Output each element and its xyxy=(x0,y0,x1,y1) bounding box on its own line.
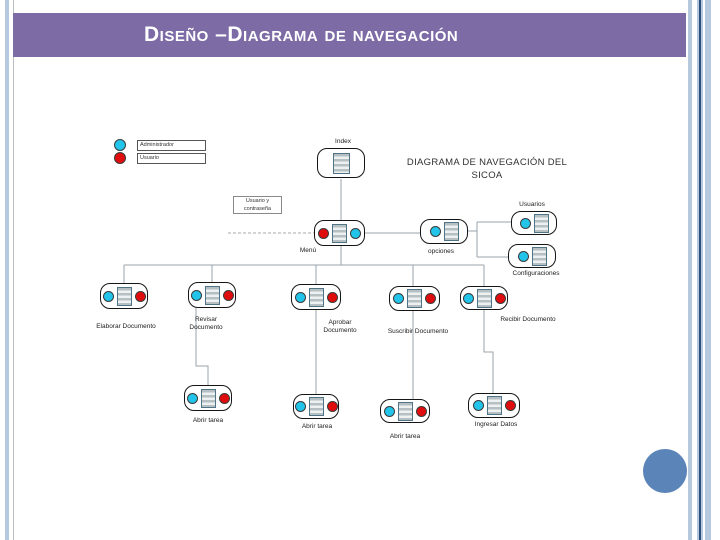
document-icon xyxy=(443,222,459,241)
legend-admin-dot xyxy=(114,139,126,151)
document-icon xyxy=(332,223,347,243)
document-icon xyxy=(332,152,350,174)
slide-title: Diseño –Diagrama de navegación xyxy=(144,23,459,46)
admin-dot xyxy=(383,405,395,417)
node-label-aprobar: Aprobar Documento xyxy=(323,319,357,335)
user-dot xyxy=(222,289,234,301)
user-dot xyxy=(134,290,146,302)
node-abrir-tarea-2 xyxy=(293,394,339,419)
legend-user-label: Usuario xyxy=(137,153,206,164)
node-recibir-documento xyxy=(460,286,508,310)
node-label-recibir: Recibir Documento xyxy=(500,316,556,323)
node-label-usuarios: Usuarios xyxy=(519,201,545,208)
node-abrir-tarea-3 xyxy=(380,399,430,423)
node-configuraciones xyxy=(508,244,556,268)
node-ingresar-datos xyxy=(468,393,520,418)
admin-dot xyxy=(294,291,306,303)
document-icon xyxy=(486,396,502,415)
admin-dot xyxy=(102,290,114,302)
admin-dot xyxy=(517,250,529,262)
node-label-menu: Menú xyxy=(299,247,317,254)
slide-title-bar: Diseño –Diagrama de navegación xyxy=(13,13,686,57)
node-label-abrir-tarea-2: Abrir tarea xyxy=(301,423,333,430)
document-icon xyxy=(476,288,492,308)
node-label-abrir-tarea-3: Abrir tarea xyxy=(389,433,421,440)
document-icon xyxy=(116,286,132,306)
node-label-abrir-tarea-1: Abrir tarea xyxy=(192,417,224,424)
node-opciones xyxy=(420,219,468,244)
node-index xyxy=(317,148,365,178)
admin-dot xyxy=(462,292,474,304)
admin-dot xyxy=(190,289,202,301)
document-icon xyxy=(308,397,324,416)
accent-circle xyxy=(643,449,687,493)
document-icon xyxy=(397,401,413,421)
node-suscribir-documento xyxy=(389,286,440,311)
document-icon xyxy=(531,246,547,266)
admin-dot xyxy=(429,226,441,237)
node-label-revisar: Revisar Documento xyxy=(189,316,223,332)
user-dot xyxy=(326,291,338,303)
legend-user-dot xyxy=(114,152,126,164)
left-edge-stripe xyxy=(5,0,9,540)
node-label-elaborar: Elaborar Documento xyxy=(96,323,156,330)
document-icon xyxy=(204,285,220,305)
legend-admin-label: Administrador xyxy=(137,140,206,151)
user-dot xyxy=(415,405,427,417)
node-revisar-documento xyxy=(188,282,236,308)
admin-dot xyxy=(350,227,361,239)
node-label-index: Index xyxy=(335,138,351,145)
node-label-configuraciones: Configuraciones xyxy=(512,270,560,277)
node-menu xyxy=(314,220,365,246)
diagram-heading: DIAGRAMA DE NAVEGACIÓN DEL SICOA xyxy=(406,157,568,181)
user-dot xyxy=(494,292,506,304)
document-icon xyxy=(200,388,216,408)
node-usuarios xyxy=(511,211,557,235)
admin-dot xyxy=(393,293,404,304)
right-edge-stripe-1 xyxy=(688,0,692,540)
admin-dot xyxy=(472,400,484,411)
node-label-suscribir: Suscribir Documento xyxy=(387,328,449,335)
admin-dot xyxy=(519,217,531,229)
document-icon xyxy=(407,289,422,308)
document-icon xyxy=(308,287,324,307)
user-dot xyxy=(218,392,230,404)
node-label-opciones: opciones xyxy=(427,248,455,255)
admin-dot xyxy=(186,392,198,404)
node-abrir-tarea-1 xyxy=(184,385,232,411)
user-dot xyxy=(318,227,329,239)
user-dot xyxy=(326,401,338,412)
login-label-box: Usuario y contraseña xyxy=(233,196,282,214)
left-border-line xyxy=(13,0,14,540)
admin-dot xyxy=(294,401,306,412)
node-elaborar-documento xyxy=(100,283,148,309)
user-dot xyxy=(504,400,516,411)
node-label-ingresar-datos: Ingresar Datos xyxy=(474,421,518,428)
node-aprobar-documento xyxy=(291,284,341,310)
right-edge-dark-line xyxy=(699,0,701,540)
document-icon xyxy=(533,213,549,233)
right-edge-stripe-3 xyxy=(704,0,711,540)
user-dot xyxy=(425,293,436,304)
